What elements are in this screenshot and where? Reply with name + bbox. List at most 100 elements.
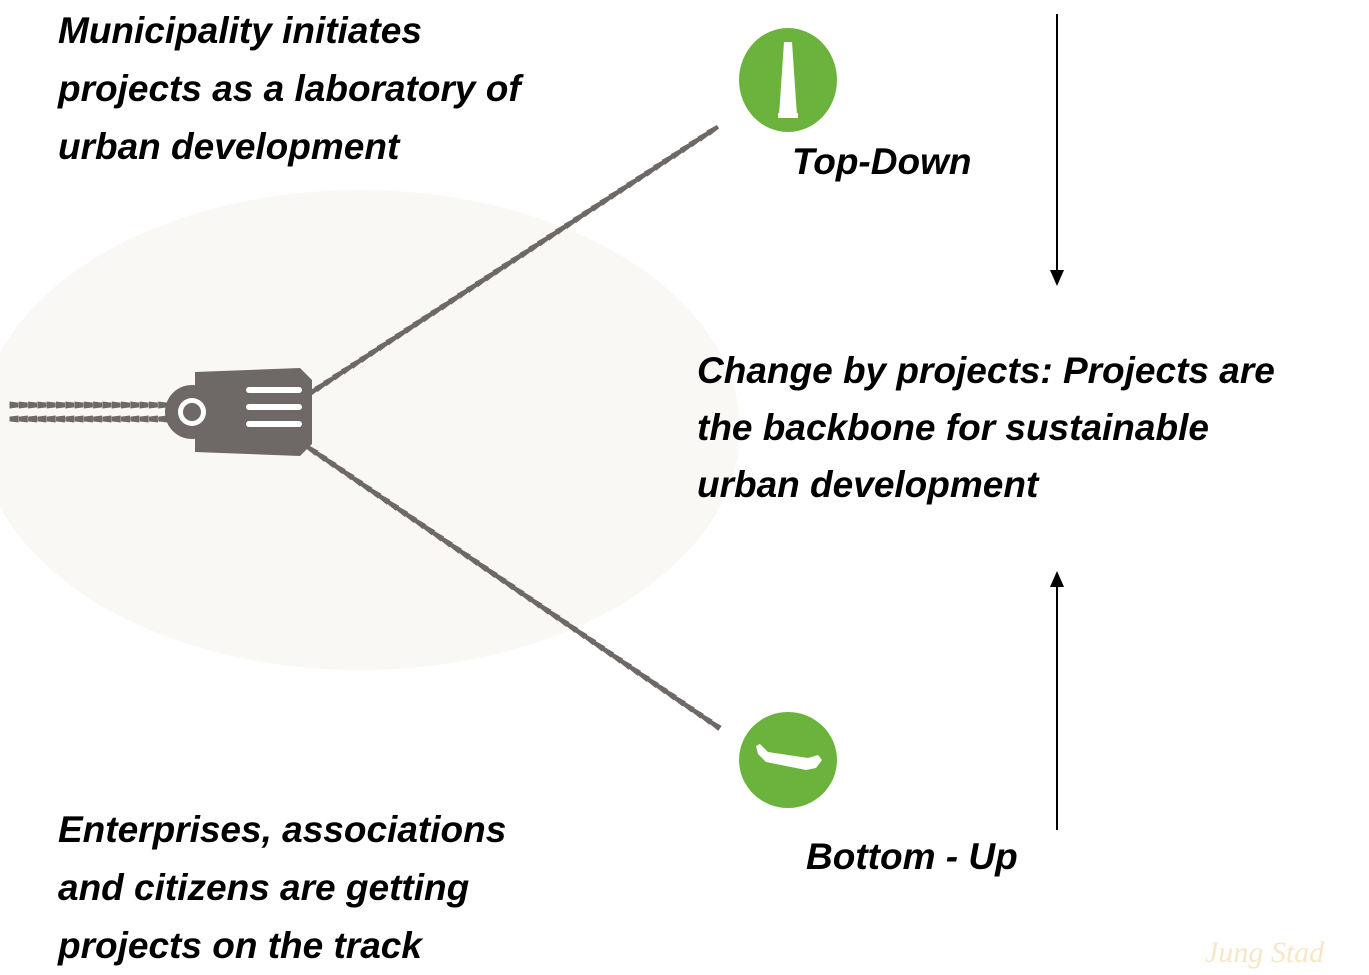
zipper-tooth xyxy=(377,493,391,505)
zipper-tooth xyxy=(511,585,525,597)
zipper-tooth xyxy=(538,603,552,615)
zipper-tooth xyxy=(599,194,613,206)
zipper-tooth xyxy=(494,573,507,585)
zipper-slider xyxy=(165,368,312,456)
zipper-tooth xyxy=(305,444,319,456)
airplane-icon xyxy=(739,712,837,808)
zipper-tooth xyxy=(83,401,93,409)
zipper-tooth xyxy=(608,189,622,200)
zipper-teeth xyxy=(9,125,722,731)
zipper-tooth xyxy=(148,401,158,409)
zipper-tooth xyxy=(440,536,453,548)
zipper-tooth xyxy=(697,130,711,142)
zipper-tooth xyxy=(9,415,19,423)
zipper-tooth xyxy=(65,415,75,423)
zipper-tooth xyxy=(545,229,559,241)
zipper-tooth xyxy=(349,357,363,369)
zipper-tooth xyxy=(590,200,604,212)
zipper-tooth xyxy=(56,401,65,409)
zipper-tooth xyxy=(655,683,668,695)
zipper-tooth xyxy=(528,241,541,253)
zipper-tooth xyxy=(93,415,103,423)
zipper-tooth xyxy=(56,415,65,423)
zipper-tooth xyxy=(111,415,121,423)
bottom-up-description: Enterprises, associations and citizens a… xyxy=(58,809,507,966)
zipper-tooth xyxy=(447,293,461,305)
top-down-arrow xyxy=(1050,14,1064,286)
zipper-tooth xyxy=(394,328,408,340)
zipper-tooth xyxy=(635,171,648,183)
zipper-tooth xyxy=(661,154,675,165)
zipper-tooth xyxy=(314,381,328,392)
zipper-tooth xyxy=(456,288,470,299)
zipper-tooth xyxy=(341,469,355,481)
zipper-tooth xyxy=(65,401,75,409)
zipper-tooth xyxy=(601,646,615,658)
zipper-tooth xyxy=(592,640,606,652)
zipper-tooth xyxy=(332,369,345,381)
zipper-tooth xyxy=(574,628,588,640)
zipper-tooth xyxy=(350,475,364,487)
zipper-tooth xyxy=(28,401,38,409)
zipper-tooth xyxy=(664,689,677,701)
zipper-tooth xyxy=(529,597,543,609)
zipper-tooth xyxy=(130,415,140,423)
zipper-tooth xyxy=(520,591,534,603)
zipper-tooth xyxy=(626,177,639,189)
top-down-label: Top-Down xyxy=(792,141,972,182)
zipper-tooth xyxy=(670,148,684,160)
zipper-tooth xyxy=(148,415,158,423)
zipper-tooth xyxy=(421,311,434,323)
zipper-tooth xyxy=(130,401,140,409)
zipper-tooth xyxy=(358,352,372,363)
zipper-tooth xyxy=(9,401,19,409)
zipper-tooth xyxy=(547,609,561,621)
zipper-tooth xyxy=(93,401,103,409)
zipper-tooth xyxy=(458,548,471,560)
zipper-tooth xyxy=(413,518,427,530)
zipper-tooth xyxy=(537,235,550,247)
zipper-tooth xyxy=(439,299,452,311)
zipper-tooth xyxy=(563,218,577,229)
zipper-tooth xyxy=(386,499,400,511)
tower-icon xyxy=(739,28,837,132)
zipper-tooth xyxy=(376,340,390,352)
zipper-tooth xyxy=(501,258,515,270)
zipper-tooth xyxy=(121,415,130,423)
zipper-tooth xyxy=(121,401,130,409)
zipper-tooth xyxy=(323,375,336,387)
zipper-tooth xyxy=(492,264,506,276)
zipper-tooth xyxy=(565,622,579,634)
zipper-tooth xyxy=(403,323,417,334)
zipper-tooth xyxy=(74,415,84,423)
zipper-tooth xyxy=(485,567,498,579)
zipper-tooth xyxy=(46,415,56,423)
zipper-tooth xyxy=(139,401,149,409)
watermark-text: Jung Stad xyxy=(1205,936,1325,969)
zipper-tooth xyxy=(18,401,28,409)
zipper-tooth xyxy=(368,487,382,499)
zipper-tooth xyxy=(637,671,651,682)
zipper-tooth xyxy=(404,512,418,524)
zipper-tooth xyxy=(323,457,337,469)
zipper-tooth xyxy=(502,579,516,591)
zipper-tooth xyxy=(688,136,702,148)
zipper-tooth xyxy=(449,542,462,554)
zipper-tooth xyxy=(554,224,568,235)
zipper-tooth xyxy=(583,634,597,646)
zipper-tooth xyxy=(332,463,346,475)
zipper-tooth xyxy=(646,677,659,689)
zipper-tooth xyxy=(708,719,722,731)
zipper-tooth xyxy=(37,415,47,423)
zipper-tooth xyxy=(572,212,586,224)
zipper-tooth xyxy=(619,658,633,670)
bottom-up-arrow xyxy=(1050,571,1064,830)
zipper-tooth xyxy=(158,401,168,409)
zipper-tooth xyxy=(37,401,47,409)
zipper-tooth xyxy=(430,305,443,317)
zipper-tooth xyxy=(673,695,686,707)
central-statement: Change by projects: Projects are the bac… xyxy=(697,350,1275,505)
zipper-tooth xyxy=(699,713,713,725)
zipper-tooth xyxy=(359,481,373,493)
zipper-tooth xyxy=(510,253,524,264)
